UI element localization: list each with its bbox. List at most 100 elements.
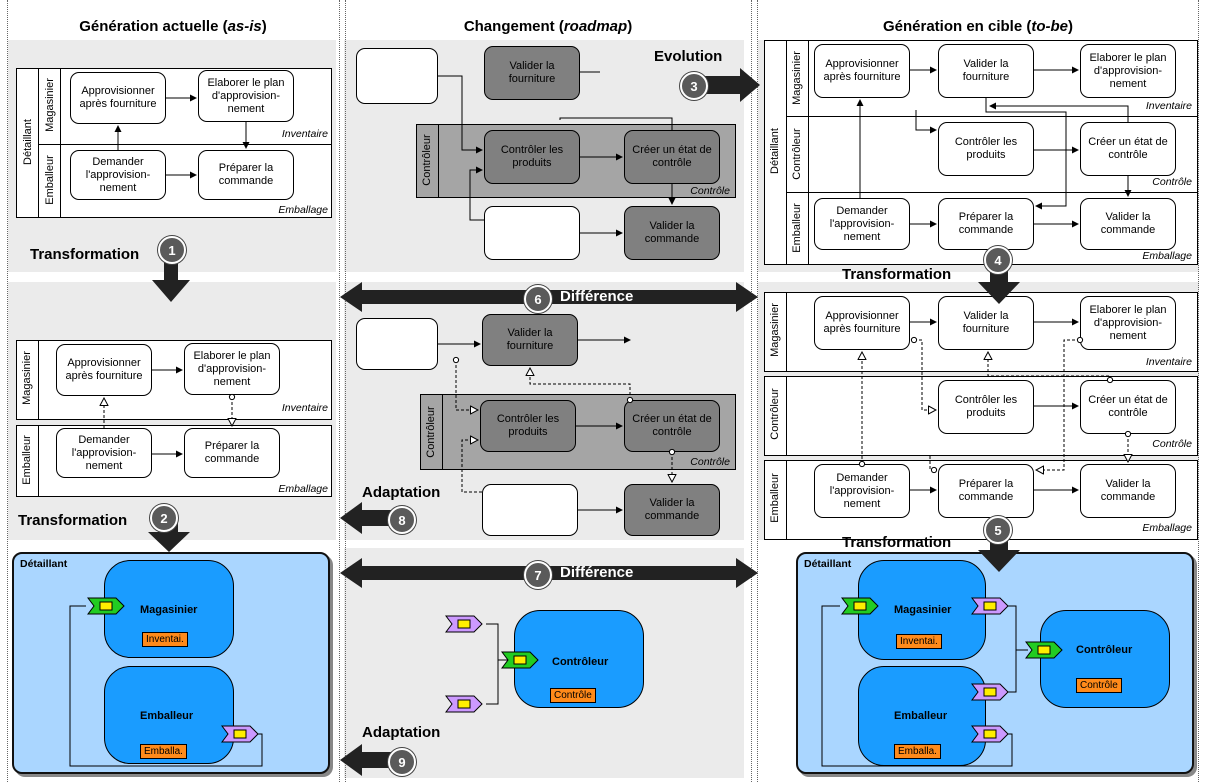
tobe1-creer-etat: Créer un état de contrôle [1080, 122, 1176, 176]
asis2-flows [104, 366, 232, 458]
tobe1-area-emballage: Emballage [1142, 250, 1192, 262]
port-green-tobe [841, 597, 879, 615]
port-purple-tobe-magasinier [971, 597, 1009, 615]
asis2-preparer: Préparer la commande [184, 428, 280, 478]
roadmap2-flows [438, 336, 672, 514]
asis2-divider-b [38, 425, 39, 497]
asis2-elaborer: Elaborer le plan d'approvision-nement [184, 343, 280, 395]
tobe2-elaborer: Elaborer le plan d'approvision-nement [1080, 296, 1176, 350]
tobe-emballeur-tag: Emballa. [894, 744, 941, 759]
port-green-asis [87, 597, 125, 615]
asis1-elaborer: Elaborer le plan d'approvision-nement [198, 70, 294, 122]
tobe1-valider-commande: Valider la commande [1080, 198, 1176, 250]
step-3-label: Evolution [654, 48, 723, 65]
asis-component-wires [69, 605, 263, 767]
tobe1-divider-a [786, 40, 787, 265]
roadmap2-valider-fourniture: Valider la fourniture [482, 314, 578, 366]
roadmap1-blank-top [356, 48, 438, 104]
tobe1-flows [856, 66, 1132, 228]
step-2-label: Transformation [18, 512, 128, 529]
step-8-badge: 8 [388, 506, 416, 534]
step-4-badge: 4 [984, 246, 1012, 274]
roadmap1-area-controle: Contrôle [690, 185, 730, 197]
tobe2-area-controle: Contrôle [1152, 438, 1192, 450]
tobe2-divider-b [786, 376, 787, 456]
tobe1-area-inventaire: Inventaire [1145, 100, 1192, 112]
tobe-magasinier-title: Magasinier [894, 604, 952, 616]
roadmap1-flows [438, 71, 676, 237]
tobe2-area-inventaire: Inventaire [1145, 356, 1192, 368]
separator-4 [751, 0, 752, 782]
port-purple-asis-emballeur [221, 725, 259, 743]
roadmap2-creer-etat: Créer un état de contrôle [624, 400, 720, 452]
step-4-label: Transformation [842, 266, 952, 283]
port-purple-tobe-emballeur-1 [971, 683, 1009, 701]
tobe2-approvisionner: Approvisionner après fourniture [814, 296, 910, 350]
asis1-lane-sep [38, 144, 332, 145]
right-arrow-3 [690, 68, 760, 102]
step-1-badge: 1 [158, 236, 186, 264]
tobe1-controler: Contrôler les produits [938, 122, 1034, 176]
roadmap-controleur-title: Contrôleur [552, 656, 609, 668]
asis-magasinier-title: Magasinier [140, 604, 198, 616]
tobe1-lane-sep2 [786, 192, 1198, 193]
roadmap2-valider-commande: Valider la commande [624, 484, 720, 536]
step-9-label: Adaptation [362, 724, 441, 741]
port-purple-roadmap-1 [445, 615, 483, 633]
port-purple-roadmap-2 [445, 695, 483, 713]
roadmap2-area-controle: Contrôle [690, 456, 730, 468]
asis2-area-emballage: Emballage [278, 483, 328, 495]
step-6-badge: 6 [524, 285, 552, 313]
tobe1-area-controle: Contrôle [1152, 176, 1192, 188]
tobe2-preparer: Préparer la commande [938, 464, 1034, 518]
asis1-preparer: Préparer la commande [198, 150, 294, 200]
step-5-badge: 5 [984, 516, 1012, 544]
tobe-component-wires [821, 605, 1028, 767]
roadmap-controleur-tag: Contrôle [550, 688, 596, 703]
step-5-label: Transformation [842, 534, 952, 551]
asis-detaillant-title: Détaillant [20, 558, 68, 570]
tobe-detaillant-title: Détaillant [804, 558, 852, 570]
roadmap2-blank-bottom [482, 484, 578, 536]
step-3-badge: 3 [680, 72, 708, 100]
asis1-flows [114, 94, 250, 179]
tobe2-controler: Contrôler les produits [938, 380, 1034, 434]
asis-emballeur-title: Emballeur [140, 710, 194, 722]
asis-magasinier-tag: Inventai. [142, 632, 188, 647]
tobe1-divider-b [808, 40, 809, 265]
tobe-controleur-tag: Contrôle [1076, 678, 1122, 693]
step-7-badge: 7 [524, 561, 552, 589]
asis2-approvisionner: Approvisionner après fourniture [56, 344, 152, 396]
asis-emballeur-tag: Emballa. [140, 744, 187, 759]
down-arrow-5 [978, 528, 1020, 572]
roadmap1-controleur-divider [438, 124, 439, 198]
asis1-divider-b [60, 68, 61, 218]
tobe1-approvisionner: Approvisionner après fourniture [814, 44, 910, 98]
asis1-area-inventaire: Inventaire [281, 128, 328, 140]
roadmap1-creer-etat: Créer un état de contrôle [624, 130, 720, 184]
tobe2-area-emballage: Emballage [1142, 522, 1192, 534]
step-1-label: Transformation [30, 246, 140, 263]
down-arrow-1 [152, 252, 190, 302]
down-arrow-2 [148, 516, 190, 552]
column-title-as-is: Génération actuelle (as-is) [79, 18, 267, 35]
column-title-to-be: Génération en cible (to-be) [882, 18, 1074, 35]
tobe2-flows [862, 318, 1128, 494]
port-purple-tobe-emballeur-2 [971, 725, 1009, 743]
separator-6 [1198, 0, 1199, 782]
tobe-magasinier-tag: Inventai. [896, 634, 942, 649]
roadmap1-valider-fourniture: Valider la fourniture [484, 46, 580, 100]
asis1-area-emballage: Emballage [278, 204, 328, 216]
step-8-label: Adaptation [362, 484, 441, 501]
column-title-roadmap: Changement (roadmap) [463, 18, 633, 35]
asis2-area-inventaire: Inventaire [281, 402, 328, 414]
roadmap1-blank-bottom [484, 206, 580, 260]
down-arrow-4 [978, 262, 1020, 304]
roadmap2-controleur-divider [442, 394, 443, 470]
separator-1 [7, 0, 8, 782]
step-6-label: Différence [560, 288, 634, 305]
step-7-label: Différence [560, 564, 634, 581]
tobe1-lane-sep1 [786, 116, 1198, 117]
tobe2-divider-a [786, 292, 787, 372]
